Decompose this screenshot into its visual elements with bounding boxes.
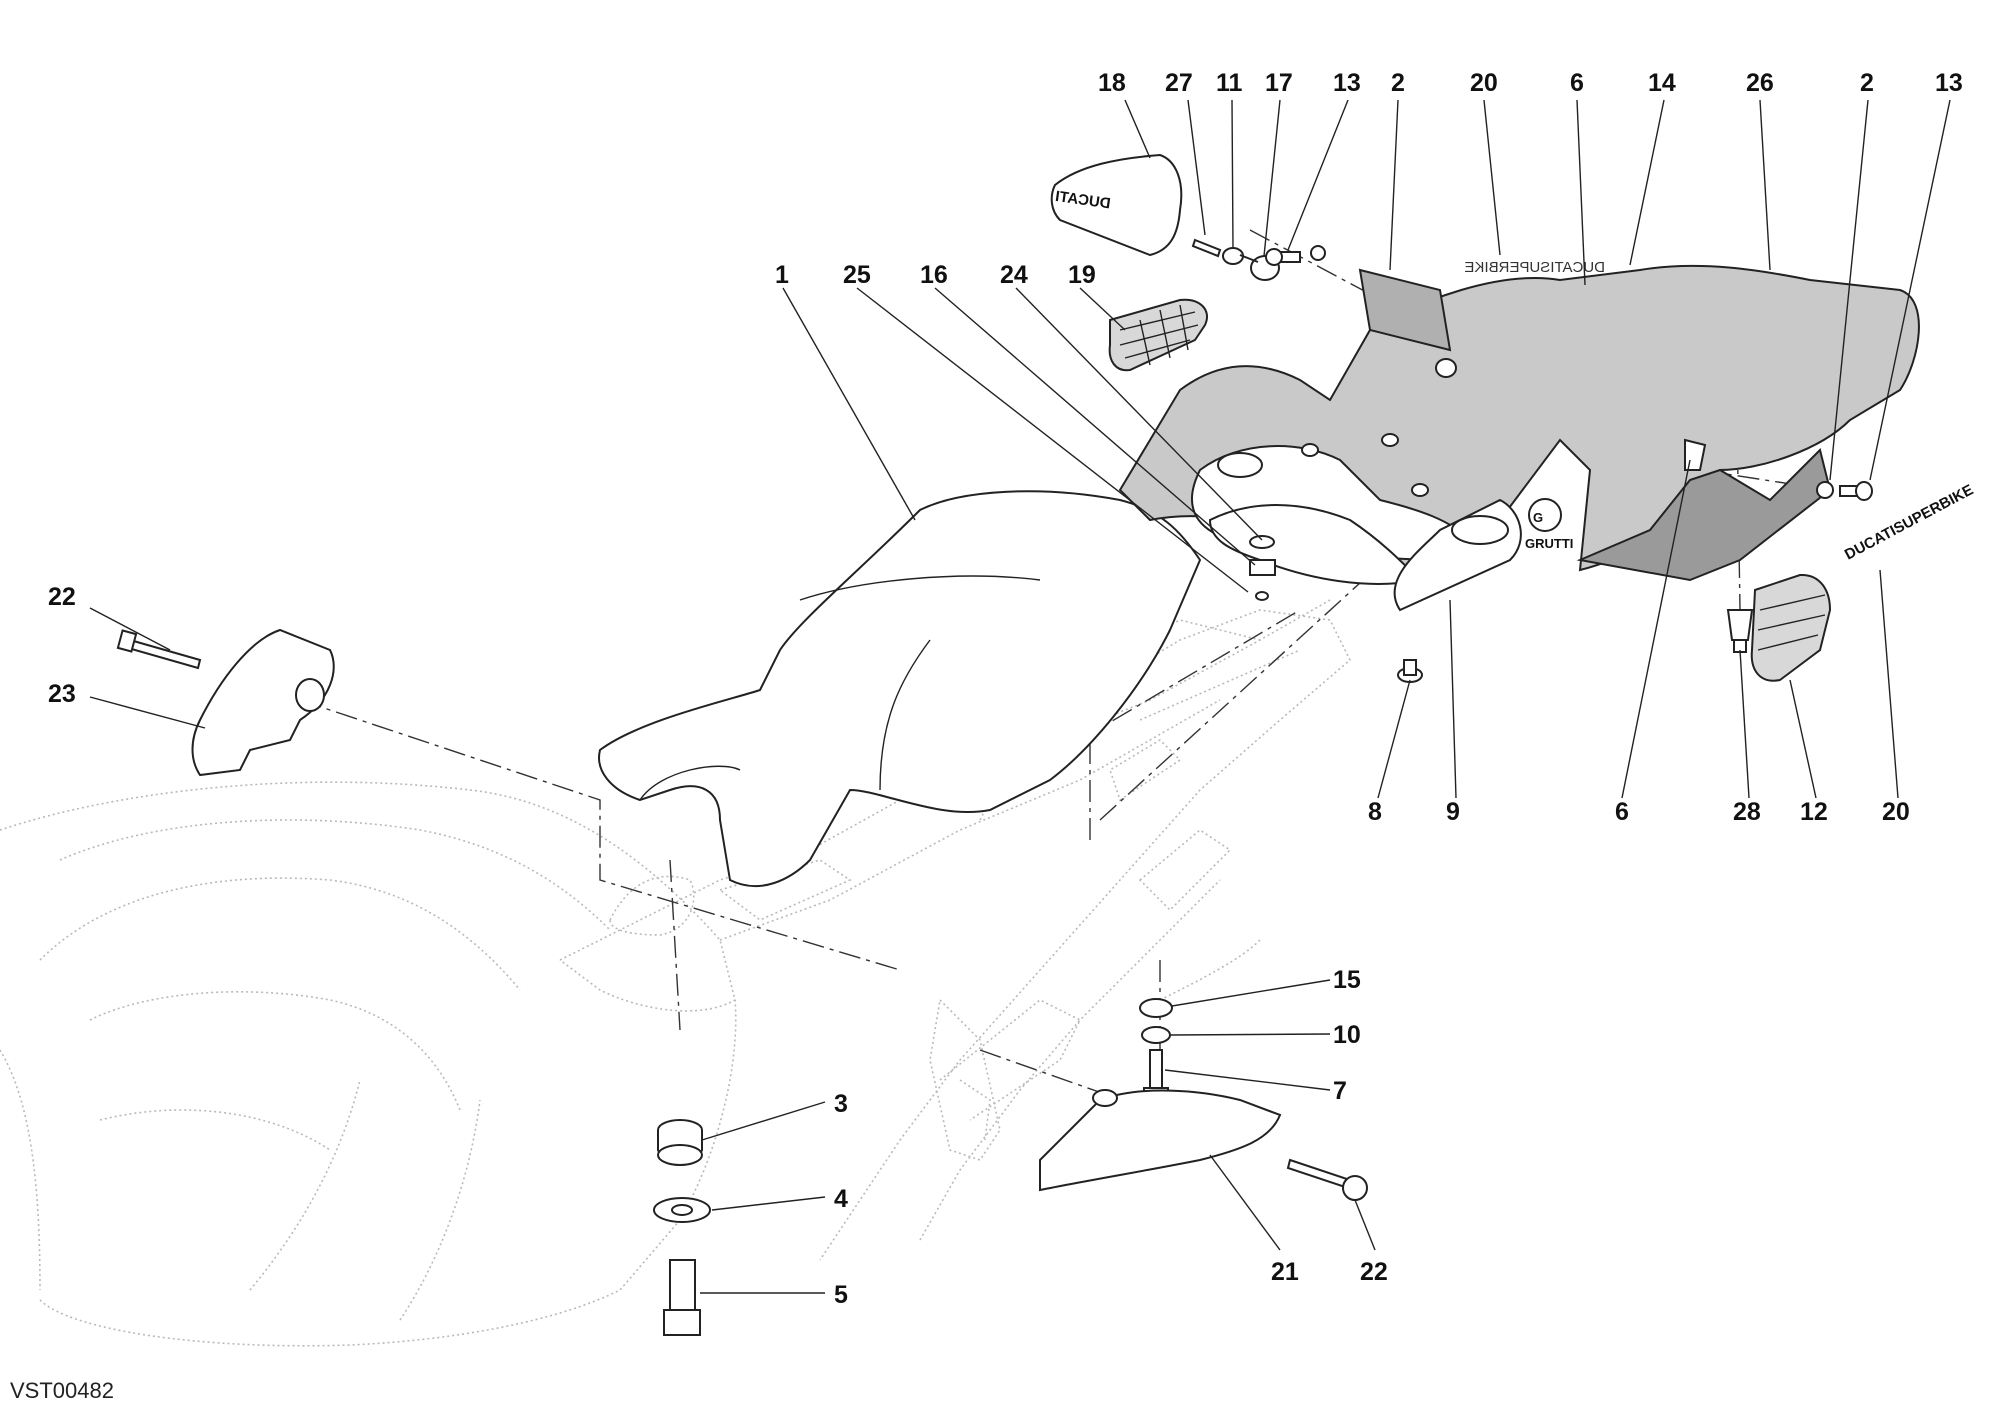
tail-section (1118, 264, 1920, 612)
callout-2: 2 (1860, 69, 1874, 97)
callout-27: 27 (1165, 69, 1193, 97)
rider-seat (598, 490, 1202, 888)
bolt-22-right (1286, 1158, 1368, 1201)
callout-16: 16 (920, 261, 948, 289)
callout-1: 1 (775, 261, 789, 289)
washer-2-right (1816, 481, 1834, 499)
callout-15: 15 (1333, 966, 1361, 994)
bolt-22-left (116, 629, 202, 670)
callout-3: 3 (834, 1090, 848, 1118)
side-panel-21 (1039, 1089, 1282, 1192)
grommet-3 (657, 1119, 703, 1166)
screw-27 (1191, 238, 1222, 258)
callout-25: 25 (843, 261, 871, 289)
grutti-g-glyph: G (1533, 510, 1543, 525)
callout-labels: 18 27 11 17 13 2 20 6 14 26 2 13 1 25 16… (48, 69, 1963, 1309)
callout-10: 10 (1333, 1021, 1361, 1049)
callout-8: 8 (1368, 798, 1382, 826)
callout-20: 20 (1470, 69, 1498, 97)
drawing-code: VST00482 (10, 1378, 114, 1403)
callout-13: 13 (1935, 69, 1963, 97)
callout-23: 23 (48, 680, 76, 708)
grommet-16 (1249, 559, 1276, 576)
callout-22: 22 (1360, 1258, 1388, 1286)
small-hardware-top (1191, 238, 1326, 281)
grutti-text: GRUTTI (1525, 536, 1573, 551)
stud-bolt-5 (663, 1259, 701, 1336)
callout-17: 17 (1265, 69, 1293, 97)
callout-20: 20 (1882, 798, 1910, 826)
callout-11: 11 (1216, 69, 1243, 97)
hardware-25-16-24 (1249, 535, 1276, 601)
callout-14: 14 (1648, 69, 1676, 97)
callout-21: 21 (1271, 1258, 1299, 1286)
callout-9: 9 (1446, 798, 1460, 826)
callout-6: 6 (1570, 69, 1584, 97)
callout-12: 12 (1800, 798, 1828, 826)
callout-2: 2 (1391, 69, 1405, 97)
background-frame-ghost (0, 599, 1351, 1347)
bracket-23 (191, 628, 335, 777)
decal-text-top: DUCATISUPERBIKE (1464, 259, 1605, 276)
grutti-logo: G GRUTTI (1525, 498, 1573, 551)
washer-10 (1141, 1026, 1171, 1044)
callout-4: 4 (834, 1185, 848, 1213)
callout-7: 7 (1333, 1077, 1347, 1105)
callout-5: 5 (834, 1281, 848, 1309)
callout-13: 13 (1333, 69, 1361, 97)
washer-15 (1139, 998, 1173, 1018)
rivet-28 (1726, 609, 1754, 653)
small-hardware-right (1816, 481, 1873, 501)
washer-4 (653, 1197, 711, 1223)
callout-18: 18 (1098, 69, 1126, 97)
callout-28: 28 (1733, 798, 1761, 826)
seat-cover-18: DUCATI (1050, 153, 1183, 257)
washer-2-top (1310, 245, 1326, 261)
ducati-superbike-decal-top: DUCATISUPERBIKE (1464, 259, 1605, 276)
callout-19: 19 (1068, 261, 1096, 289)
washer-25 (1255, 591, 1269, 601)
callout-24: 24 (1000, 261, 1028, 289)
callout-22: 22 (48, 583, 76, 611)
washer-24 (1249, 535, 1275, 549)
callout-6: 6 (1615, 798, 1629, 826)
screw-8 (1397, 659, 1423, 683)
mesh-grille-12 (1750, 573, 1832, 682)
callout-26: 26 (1746, 69, 1774, 97)
leader-lines (89, 99, 1951, 1294)
mesh-grille-19 (1108, 298, 1208, 372)
